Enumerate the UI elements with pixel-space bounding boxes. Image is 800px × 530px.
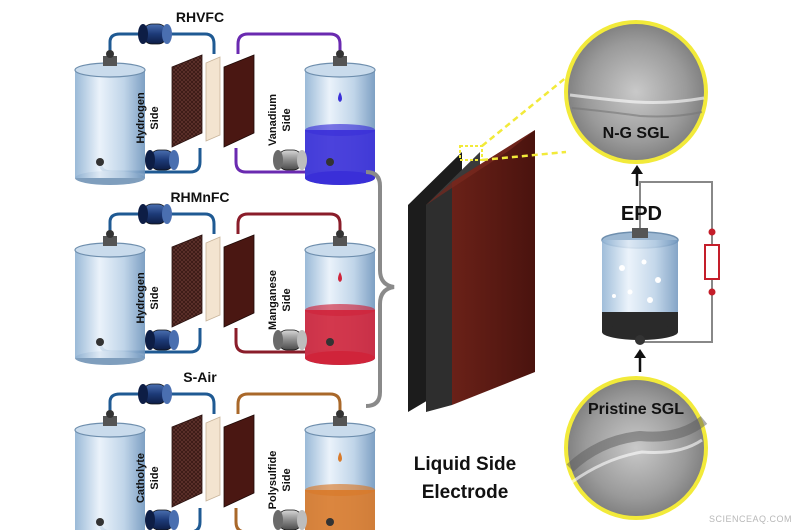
tube-top-right xyxy=(236,32,342,64)
tube-top-right xyxy=(236,212,342,244)
right-tank xyxy=(304,50,376,185)
left-tank xyxy=(74,410,146,530)
cell-stack xyxy=(171,414,255,508)
arrow-up-bottom xyxy=(634,349,646,372)
right-side-label-1: Polysulfide xyxy=(267,451,279,510)
liquid-side-electrode xyxy=(408,75,569,412)
epd-setup xyxy=(601,181,720,345)
tube-top-right xyxy=(236,392,342,424)
pump-bottom-left xyxy=(145,329,179,351)
pump-bottom-left xyxy=(145,149,179,171)
left-side-label-2: Side xyxy=(149,466,161,489)
cell-stack xyxy=(171,234,255,328)
pump-bottom-right xyxy=(273,509,307,530)
pump-bottom-right xyxy=(273,149,307,171)
pump-top-left xyxy=(138,203,172,225)
cell-title: RHMnFC xyxy=(170,189,229,205)
electrode-label-line2: Electrode xyxy=(422,482,509,503)
left-side-label-2: Side xyxy=(149,286,161,309)
right-side-label-1: Vanadium xyxy=(267,94,279,146)
arrow-up-top xyxy=(631,165,643,186)
cell-title: RHVFC xyxy=(176,9,224,25)
right-side-label-2: Side xyxy=(281,108,293,131)
zoom-bottom-label: Pristine SGL xyxy=(588,401,684,418)
right-side-label-2: Side xyxy=(281,468,293,491)
pump-bottom-right xyxy=(273,329,307,351)
pump-bottom-left xyxy=(145,509,179,530)
left-tank xyxy=(74,230,146,365)
electrode-label-line1: Liquid Side xyxy=(414,454,516,475)
pump-top-left xyxy=(138,23,172,45)
watermark: SCIENCEAQ.COM xyxy=(709,514,792,524)
grouping-brace xyxy=(365,170,395,408)
epd-label: EPD xyxy=(621,203,662,225)
zoom-top-ng-sgl: N-G SGL xyxy=(564,20,708,164)
right-tank xyxy=(304,410,376,530)
left-side-label-1: Hydrogen xyxy=(135,92,147,144)
left-side-label-2: Side xyxy=(149,106,161,129)
right-tank xyxy=(304,230,376,365)
cell-stack xyxy=(171,54,255,148)
left-side-label-1: Hydrogen xyxy=(135,272,147,324)
highlight-box xyxy=(459,145,483,161)
left-side-label-1: Catholyte xyxy=(135,453,147,503)
zoom-bottom-pristine-sgl: Pristine SGL xyxy=(564,376,708,520)
zoom-top-label: N-G SGL xyxy=(603,125,670,142)
left-tank xyxy=(74,50,146,185)
pump-top-left xyxy=(138,383,172,405)
right-side-label-2: Side xyxy=(281,288,293,311)
right-side-label-1: Manganese xyxy=(267,270,279,330)
cell-title: S-Air xyxy=(183,369,217,385)
